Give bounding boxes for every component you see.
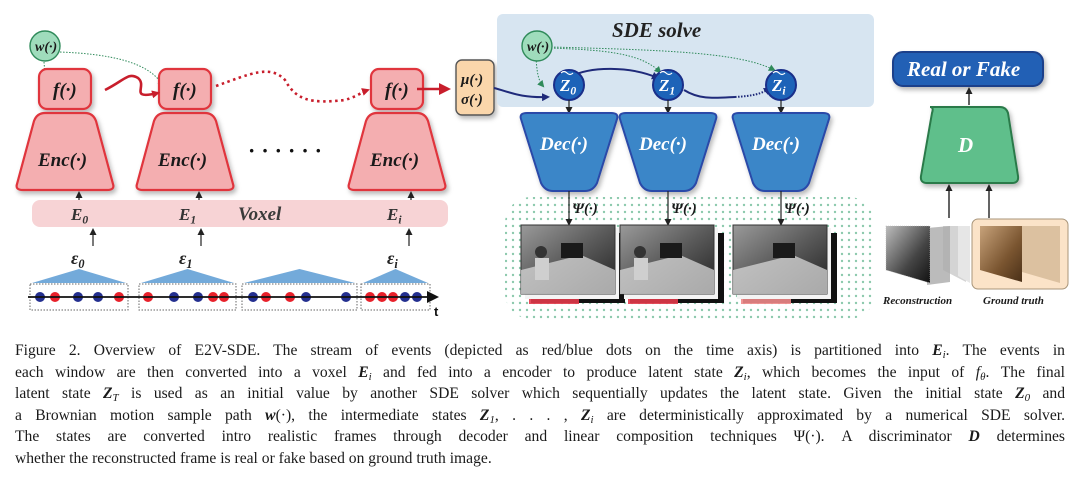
musigma-to-z0-arrow [493, 87, 550, 102]
ellipsis: ······ [248, 138, 328, 163]
psi-label: Ψ(·) [784, 201, 810, 217]
w-node-left: w(·) [29, 30, 61, 62]
latent-label: Zi [771, 76, 786, 98]
enc-label: Enc(·) [157, 150, 207, 171]
w-node-right: w(·) [521, 30, 553, 62]
latent-node: Z0 [553, 69, 585, 101]
latent-label: Z1 [658, 76, 675, 98]
w-to-zi-arrow [550, 46, 776, 71]
encoder-column-2: f(·) Enc(·) [347, 67, 447, 200]
caption-line: a Brownian motion sample path w(·), the … [15, 406, 1066, 426]
w-to-z1-arrow [550, 47, 662, 74]
dec-label: Dec(·) [539, 134, 588, 155]
window-triangle [141, 269, 234, 283]
w-to-f1-arrow [59, 51, 164, 88]
enc-label: Enc(·) [369, 150, 419, 171]
time-axis-label: t [434, 304, 439, 319]
f0-to-f1-arrow [104, 74, 160, 99]
voxel-band [32, 200, 448, 227]
output-frame [732, 224, 837, 304]
encoder-block: Enc(·) [347, 111, 447, 192]
decoder-block: Dec(·) [731, 112, 831, 192]
f-label: f(·) [53, 80, 77, 101]
caption-line: each window are then converted into a vo… [15, 363, 1065, 383]
caption-line: whether the reconstructed frame is real … [15, 449, 492, 467]
sde-solve-title: SDE solve [612, 18, 701, 42]
f-box: f(·) [157, 67, 213, 111]
encoder-block: Enc(·) [135, 111, 235, 192]
dec-label: Dec(·) [638, 134, 687, 155]
figure-caption: Figure 2. Overview of E2V-SDE. The strea… [15, 340, 1065, 470]
window-box [241, 283, 358, 311]
svg-text:D: D [957, 133, 973, 157]
svg-text:Real or Fake: Real or Fake [906, 57, 1020, 81]
caption-line: latent state ZT is used as an initial va… [15, 385, 1066, 405]
encoder-column-0: f(·) Enc(·) [15, 67, 115, 200]
voxel-input-0: E0 [70, 205, 88, 227]
svg-text:w(·): w(·) [35, 40, 57, 55]
voxel-input-2: Ei [386, 205, 402, 227]
latent-label: Z0 [559, 76, 576, 98]
svg-text:σ(·): σ(·) [461, 92, 483, 108]
window-triangle [32, 269, 126, 283]
psi-label: Ψ(·) [572, 201, 598, 217]
tilde-mark [772, 70, 786, 76]
voxel-input-1: E1 [178, 205, 196, 227]
svg-text:μ(·): μ(·) [460, 72, 483, 88]
f-label: f(·) [173, 80, 197, 101]
window-box [138, 283, 237, 311]
latent-node: Z1 [652, 69, 684, 101]
enc-label: Enc(·) [37, 150, 87, 171]
psi-label: Ψ(·) [671, 201, 697, 217]
decoder-block: Dec(·) [618, 112, 718, 192]
window-triangle [244, 269, 355, 283]
event-window-label: εi [387, 248, 398, 271]
dec-label: Dec(·) [751, 134, 800, 155]
ground-truth-label: Ground truth [983, 295, 1044, 307]
latent-node: Zi [765, 69, 797, 101]
event-window-2 [241, 269, 358, 311]
f-box: f(·) [37, 67, 93, 111]
svg-text:w(·): w(·) [527, 40, 549, 55]
window-triangle [363, 269, 428, 283]
decoder-block: Dec(·) [519, 112, 619, 192]
f-box: f(·) [369, 67, 425, 111]
event-window-label: ε0 [71, 248, 85, 271]
real-or-fake-box: Real or Fake [892, 51, 1044, 87]
f-label: f(·) [385, 80, 409, 101]
reconstruction-label: Reconstruction [882, 295, 952, 307]
ground-truth-frames [971, 218, 1069, 290]
caption-line: Figure 2. Overview of E2V-SDE. The strea… [15, 342, 1065, 361]
output-frame [619, 224, 724, 304]
event-window-1: ε1 [138, 228, 237, 311]
z1-to-zi-arrow [683, 89, 736, 99]
f1-to-fi-dotted-arrow [215, 70, 370, 103]
caption-line: The states are converted intro realistic… [15, 428, 1065, 446]
encoder-column-1: f(·) Enc(·) [135, 67, 235, 200]
discriminator-block: D [919, 106, 1020, 184]
output-frame [520, 224, 625, 304]
mu-sigma-box: μ(·) σ(·) [455, 59, 495, 116]
encoder-block: Enc(·) [15, 111, 115, 192]
event-window-label: ε1 [179, 248, 193, 271]
tilde-mark [560, 70, 574, 76]
voxel-label: Voxel [238, 204, 282, 225]
reconstruction-frames [885, 225, 970, 285]
tilde-mark [659, 70, 673, 76]
